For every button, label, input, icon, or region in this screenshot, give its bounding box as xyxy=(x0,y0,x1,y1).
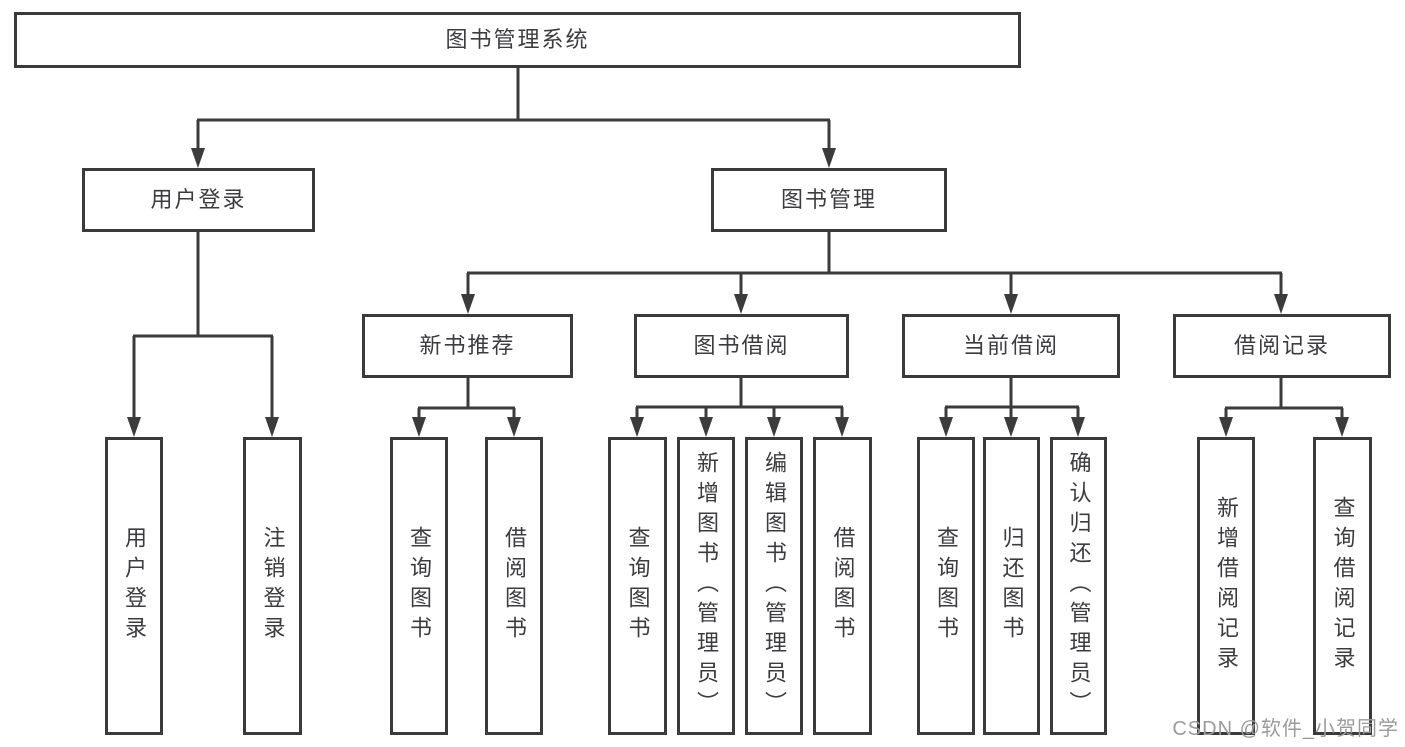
node-current-borrowing: 当前借阅 xyxy=(902,314,1120,378)
node-user-login: 用户登录 xyxy=(82,168,315,232)
node-leaf-borrow-books: 借阅图书 xyxy=(813,437,872,735)
node-leaf-add-books-admin: 新增图书（管理员） xyxy=(677,437,735,735)
node-leaf-borrow-books-rec: 借阅图书 xyxy=(485,437,543,735)
node-leaf-query-borrow-record: 查询借阅记录 xyxy=(1313,437,1372,735)
watermark: CSDN @软件_小贺同学 xyxy=(1172,718,1399,740)
node-leaf-return-books: 归还图书 xyxy=(983,437,1040,735)
node-borrowing-records: 借阅记录 xyxy=(1173,314,1391,378)
node-leaf-user-login: 用户登录 xyxy=(105,437,163,735)
node-leaf-query-books-rec: 查询图书 xyxy=(390,437,448,735)
node-leaf-query-books-current: 查询图书 xyxy=(917,437,975,735)
node-new-book-recommendation: 新书推荐 xyxy=(362,314,573,378)
node-library-management-system: 图书管理系统 xyxy=(14,12,1021,68)
node-leaf-add-borrow-record: 新增借阅记录 xyxy=(1197,437,1255,735)
node-leaf-edit-books-admin: 编辑图书（管理员） xyxy=(745,437,803,735)
node-book-borrowing: 图书借阅 xyxy=(634,314,849,378)
node-book-management: 图书管理 xyxy=(711,168,947,232)
node-leaf-query-books-borrow: 查询图书 xyxy=(608,437,667,735)
node-leaf-confirm-return-admin: 确认归还（管理员） xyxy=(1050,437,1107,735)
node-leaf-logout: 注销登录 xyxy=(243,437,302,735)
